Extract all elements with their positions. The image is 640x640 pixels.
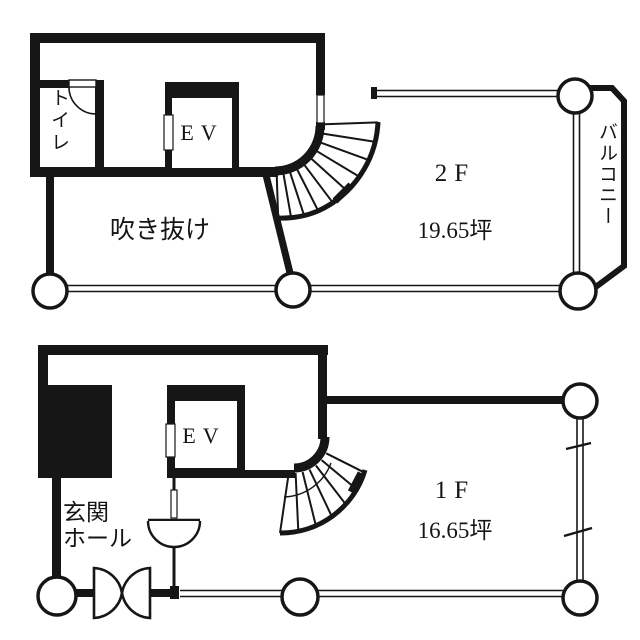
column bbox=[274, 271, 312, 309]
stair-break-bar bbox=[332, 182, 354, 204]
entrance-side-wall bbox=[52, 478, 61, 578]
staircase-1f bbox=[279, 452, 368, 536]
wall bbox=[46, 176, 54, 274]
door-jamb bbox=[170, 489, 178, 519]
columns-1f bbox=[36, 382, 599, 617]
wall bbox=[30, 33, 40, 176]
solid-filled-block bbox=[38, 385, 112, 478]
balcony-2f bbox=[572, 85, 627, 292]
floor-2f-label: 2F bbox=[434, 160, 476, 187]
column bbox=[556, 77, 594, 115]
floor-1f-label: 1F bbox=[434, 477, 476, 504]
column bbox=[31, 272, 69, 310]
atrium-label: 吹き抜け bbox=[109, 217, 210, 244]
stair-treads bbox=[279, 452, 365, 534]
columns-2f bbox=[31, 77, 598, 311]
floor-2f-plan bbox=[30, 33, 627, 311]
toilet-room bbox=[40, 79, 104, 176]
elevator-door-2f bbox=[163, 114, 174, 151]
elevator-cab bbox=[172, 98, 232, 168]
stair-wall-corner-2f bbox=[274, 125, 325, 176]
wall bbox=[316, 33, 325, 95]
wall bbox=[38, 345, 328, 355]
column bbox=[561, 579, 599, 617]
wall-end-cap bbox=[170, 586, 179, 599]
double-door-icon bbox=[92, 566, 152, 620]
column bbox=[36, 575, 78, 617]
window-wall-1f-bottom bbox=[180, 589, 563, 598]
elevator-shaft-1f bbox=[165, 385, 245, 478]
wall bbox=[327, 396, 564, 404]
window-2f-right-wall bbox=[316, 94, 325, 124]
atrium-2f bbox=[46, 174, 561, 293]
entrance-partition bbox=[146, 478, 202, 591]
window-wall-2f-top bbox=[371, 87, 558, 99]
wall bbox=[40, 80, 69, 88]
window-break-tick bbox=[565, 441, 592, 451]
balcony-label: バルコニー bbox=[596, 122, 617, 227]
wall bbox=[318, 345, 327, 439]
elevator-label-2f: EV bbox=[180, 120, 224, 145]
column bbox=[280, 577, 320, 617]
stair-walk-line bbox=[283, 462, 332, 498]
column bbox=[558, 271, 598, 311]
elevator-cab bbox=[175, 401, 237, 468]
elevator-shaft-2f bbox=[163, 82, 239, 177]
stair-outer-rail bbox=[279, 469, 368, 536]
door-swing-icon bbox=[146, 518, 202, 549]
wall bbox=[95, 80, 104, 176]
toilet-door-icon bbox=[68, 79, 97, 115]
area-1f-label: 16.65坪 bbox=[417, 518, 493, 543]
elevator-label-1f: EV bbox=[182, 423, 226, 448]
atrium-railing bbox=[67, 284, 561, 293]
wall bbox=[38, 345, 48, 389]
window-break-tick bbox=[563, 526, 593, 538]
area-2f-label: 19.65坪 bbox=[417, 218, 493, 243]
balcony-outline bbox=[582, 85, 627, 292]
stairwell-diagonal-wall bbox=[262, 174, 295, 278]
floor-1f-plan bbox=[36, 345, 599, 620]
column bbox=[561, 382, 599, 420]
walls-1f bbox=[38, 345, 564, 599]
entrance-hall-line1: 玄関 bbox=[63, 500, 109, 525]
wall bbox=[30, 167, 278, 177]
entrance-hall-line2: ホール bbox=[63, 526, 132, 552]
elevator-door-1f bbox=[165, 423, 176, 458]
stair-wall-corner-1f bbox=[293, 436, 330, 473]
balcony-window-wall bbox=[572, 113, 581, 274]
wall bbox=[30, 33, 322, 43]
stair-break-bar bbox=[347, 471, 365, 494]
window-wall-1f-right bbox=[563, 418, 593, 581]
toilet-label: トイレ bbox=[48, 88, 69, 154]
entrance-hall-label: 玄関ホール bbox=[63, 500, 132, 553]
